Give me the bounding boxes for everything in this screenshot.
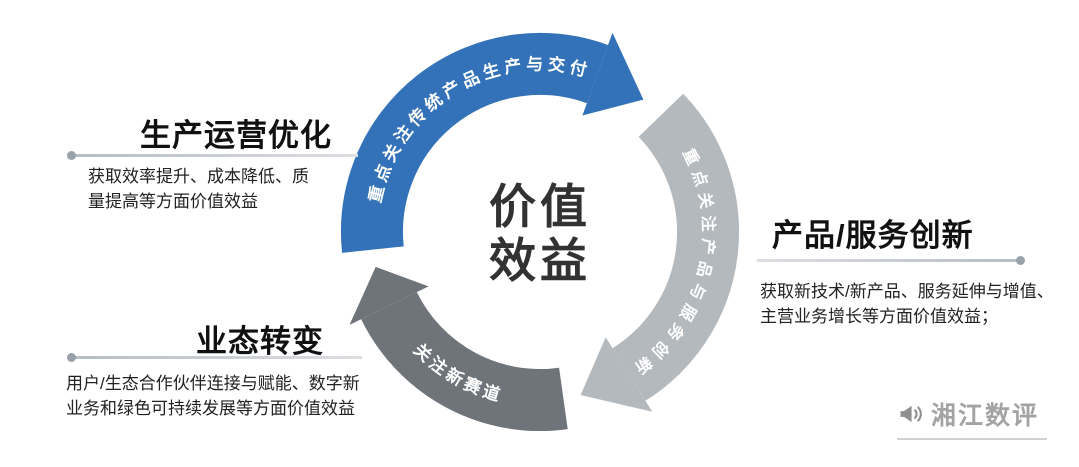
center-title: 价值 效益 [440,180,640,288]
leader-dot-transformation [67,353,76,362]
leader-line-transformation [67,353,362,362]
section-desc-innovation: 获取新技术/新产品、服务延伸与增值、 主营业务增长等方面价值效益； [760,282,1054,326]
center-title-line1: 价值 [489,180,591,233]
leader-line-innovation [757,256,1025,265]
section-title-transformation: 业态转变 [196,324,324,359]
watermark-underline [897,438,1047,440]
arc-innovation [611,93,740,401]
arc-newtrack [361,291,568,432]
arc-innovation-arrowhead [580,337,653,412]
leader-dot-innovation [1016,256,1025,265]
section-desc-production: 获取效率提升、成本降低、质 量提高等方面价值效益 [88,167,309,211]
arc-production-arrowhead [582,32,644,116]
section-title-innovation: 产品/服务创新 [772,218,974,253]
section-title-production: 生产运营优化 [140,118,332,153]
watermark: 湘江数评 [897,396,1047,432]
watermark-text: 湘江数评 [931,402,1040,430]
arc-newtrack-arrowhead [349,266,429,325]
leader-line-production [67,151,358,160]
leader-dot-production [67,151,76,160]
center-title-line2: 效益 [489,234,591,288]
megaphone-icon [897,400,925,428]
section-desc-transformation: 用户/生态合作伙伴连接与赋能、数字新 业务和绿色可持续发展等方面价值效益 [66,374,360,418]
arc-production [341,33,609,253]
